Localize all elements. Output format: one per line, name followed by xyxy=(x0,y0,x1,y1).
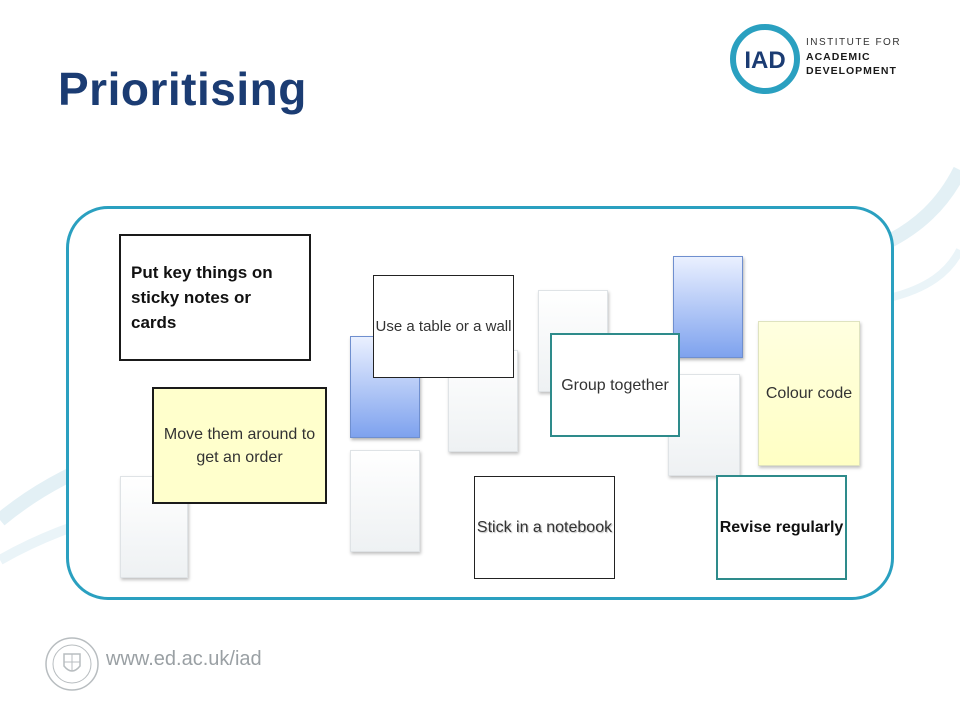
slide-title: Prioritising xyxy=(58,63,307,115)
note-move-around: Move them around to get an order xyxy=(152,387,327,504)
note-revise-text: Revise regularly xyxy=(719,519,844,536)
note-key-things: Put key things on sticky notes or cards xyxy=(119,234,311,361)
iad-logo: IAD INSTITUTE FOR ACADEMIC DEVELOPMENT xyxy=(728,22,938,96)
logo-line-3: DEVELOPMENT xyxy=(806,65,897,77)
note-key-things-text: Put key things on sticky notes or cards xyxy=(131,263,273,332)
logo-wordmark: INSTITUTE FOR ACADEMIC DEVELOPMENT xyxy=(806,36,901,78)
blue-card xyxy=(673,256,743,358)
note-colour: Colour code xyxy=(758,321,860,466)
note-notebook: Stick in a notebook xyxy=(474,476,615,579)
blank-card xyxy=(668,374,740,476)
iad-logo-mark-icon: IAD xyxy=(730,24,800,94)
note-notebook-text: Stick in a notebook xyxy=(476,519,613,536)
logo-line-2: ACADEMIC xyxy=(806,51,871,63)
note-move-around-text: Move them around to get an order xyxy=(163,425,316,466)
note-table-wall: Use a table or a wall xyxy=(373,275,514,378)
note-group: Group together xyxy=(550,333,680,437)
footer-url[interactable]: www.ed.ac.uk/iad xyxy=(106,648,262,670)
note-revise: Revise regularly xyxy=(716,475,847,580)
university-crest-icon xyxy=(45,637,99,691)
note-colour-text: Colour code xyxy=(765,385,853,402)
blank-card xyxy=(350,450,420,552)
note-table-wall-text: Use a table or a wall xyxy=(375,318,512,335)
note-group-text: Group together xyxy=(561,376,669,394)
logo-line-1: INSTITUTE FOR xyxy=(806,37,902,48)
logo-mark-text: IAD xyxy=(744,47,785,74)
